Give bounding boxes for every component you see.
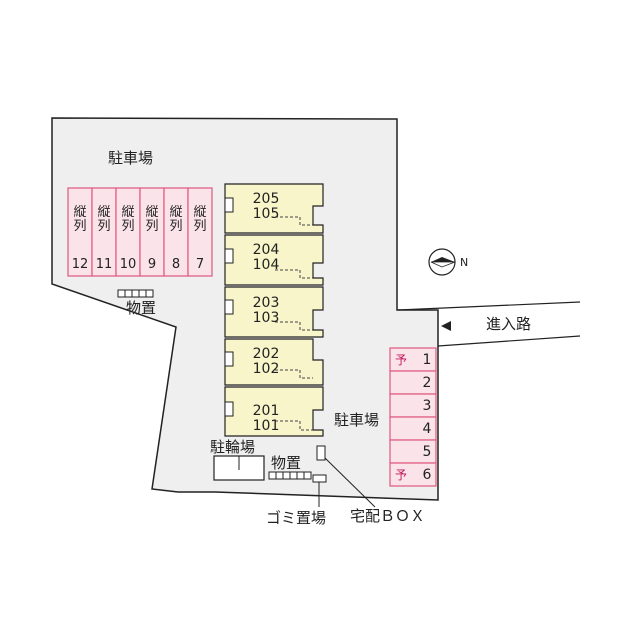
unit-label: 202 102: [236, 347, 296, 377]
parking-slot-label: 縦 列 9: [141, 206, 163, 272]
entrance-label: 進入路: [486, 315, 532, 333]
garbage-label: ゴミ置場: [266, 509, 327, 527]
parking-top-label: 駐車場: [108, 149, 154, 167]
slot-number: 2: [422, 375, 432, 391]
reserved-mark: 予: [395, 353, 408, 367]
parking-right-slots: [389, 347, 437, 487]
slot-number: 5: [422, 444, 432, 460]
delivery-box-label: 宅配ＢＯＸ: [350, 507, 426, 525]
parking-slot-7: [187, 187, 213, 277]
slot-chars: 縦 列: [169, 205, 183, 234]
unit-upper: 202: [252, 346, 280, 362]
unit-lower: 102: [252, 361, 280, 377]
slot-number: 12: [71, 257, 89, 272]
slot-chars: 縦 列: [193, 205, 207, 234]
north-label: N: [460, 256, 469, 269]
slot-number: 4: [422, 421, 432, 437]
parking-slot-label: 5: [395, 444, 435, 460]
parking-slot-label: 3: [395, 398, 435, 414]
storage-left-label: 物置: [126, 299, 157, 317]
entrance-road-top: [397, 301, 581, 311]
storage-bottom-shape: [268, 471, 312, 480]
slot-number: 6: [422, 467, 432, 483]
slot-number: 1: [422, 352, 432, 368]
slot-number: 10: [119, 257, 137, 272]
unit-label: 201 101: [236, 404, 296, 434]
parking-slot-label: 4: [395, 421, 435, 437]
slot-chars: 縦 列: [121, 205, 135, 234]
unit-label: 203 103: [236, 296, 296, 326]
storage-left-shape: [117, 289, 154, 298]
unit-label: 204 104: [236, 243, 296, 273]
storage-bottom-label: 物置: [271, 454, 302, 472]
unit-lower: 105: [252, 206, 280, 222]
unit-lower: 101: [252, 418, 280, 434]
parking-slot-label: 2: [395, 375, 435, 391]
unit-upper: 205: [252, 191, 280, 207]
slot-chars: 縦 列: [97, 205, 111, 234]
parking-slot-9: [139, 187, 165, 277]
delivery-box-shape: [316, 445, 326, 461]
delivery-box-leader: [324, 457, 376, 508]
parking-right-label: 駐車場: [334, 411, 380, 429]
slot-number: 11: [95, 257, 113, 272]
apartment-building: [224, 183, 324, 437]
unit-lower: 103: [252, 310, 280, 326]
unit-dashed-divisions: [275, 216, 313, 431]
bicycle-parking-label: 駐輪場: [210, 438, 256, 456]
slot-number: 7: [195, 257, 205, 272]
parking-slot-label: 縦 列 11: [93, 206, 115, 272]
reserved-mark: 予: [395, 468, 408, 482]
north-compass-icon: [428, 248, 456, 276]
slot-number: 3: [422, 398, 432, 414]
unit-doors: [224, 197, 234, 417]
slot-number: 9: [147, 257, 157, 272]
slot-chars: 縦 列: [145, 205, 159, 234]
parking-slot-label: 縦 列 10: [117, 206, 139, 272]
unit-block-202: [224, 338, 324, 386]
unit-upper: 201: [252, 403, 280, 419]
parking-slot-10: [115, 187, 141, 277]
unit-lower: 104: [252, 257, 280, 273]
parking-slot-label: 縦 列 8: [165, 206, 187, 272]
entrance-arrow-icon: [441, 321, 451, 331]
unit-upper: 203: [252, 295, 280, 311]
parking-slot-label: 予 6: [395, 467, 435, 483]
parking-slot-label: 予 1: [395, 352, 435, 368]
unit-label: 205 105: [236, 192, 296, 222]
slot-number: 8: [171, 257, 181, 272]
slot-chars: 縦 列: [73, 205, 87, 234]
garbage-shape: [312, 474, 327, 483]
parking-slot-label: 縦 列 12: [69, 206, 91, 272]
unit-upper: 204: [252, 242, 280, 258]
parking-slot-6: [389, 462, 437, 487]
entrance-road-bottom: [437, 335, 581, 347]
parking-vertical-slots: [67, 187, 213, 277]
parking-slot-label: 縦 列 7: [189, 206, 211, 272]
parking-slot-12: [67, 187, 93, 277]
